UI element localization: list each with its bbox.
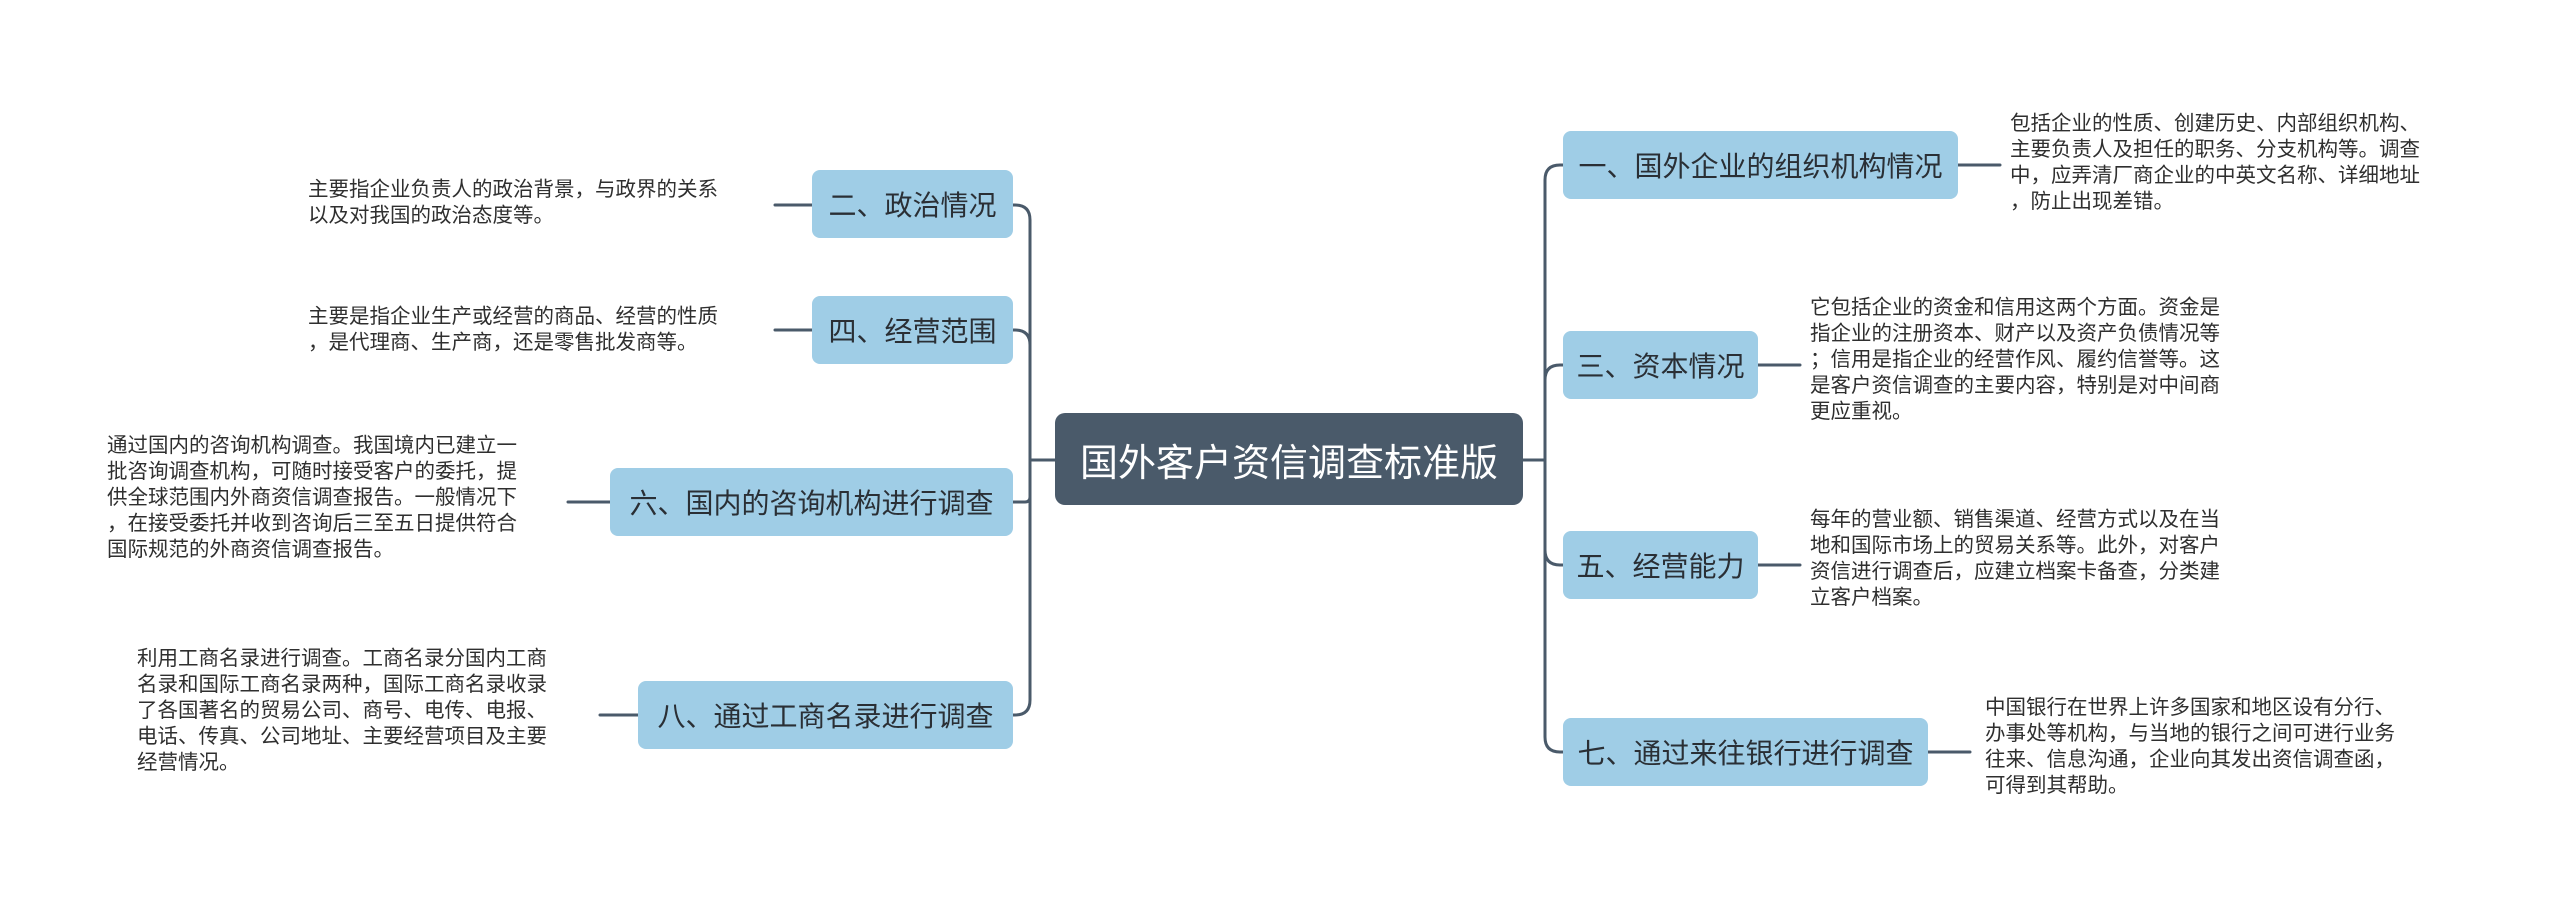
branch-capital-situation-description: 它包括企业的资金和信用这两个方面。资金是 指企业的注册资本、财产以及资产负债情况… [1810, 295, 2220, 423]
connector-to-b3 [1543, 363, 1565, 462]
connector-to-b5 [1543, 458, 1565, 567]
root-topic-label: 国外客户资信调查标准版 [1079, 440, 1498, 485]
branch-label: 八、通过工商名录进行调查 [657, 700, 994, 733]
branch-political-situation-description: 主要指企业负责人的政治背景，与政界的关系 以及对我国的政治态度等。 [308, 177, 718, 227]
branch-bank-investigation[interactable]: 七、通过来往银行进行调查 [1563, 718, 1928, 786]
branch-label: 二、政治情况 [828, 189, 997, 222]
connector-to-b8 [1011, 458, 1032, 717]
branch-business-scope[interactable]: 四、经营范围 [812, 296, 1013, 364]
branch-business-capability[interactable]: 五、经营能力 [1563, 531, 1758, 599]
branch-label: 六、国内的咨询机构进行调查 [629, 487, 994, 520]
connector-to-b2 [1011, 203, 1032, 462]
branch-label: 一、国外企业的组织机构情况 [1578, 150, 1943, 183]
branch-capital-situation[interactable]: 三、资本情况 [1563, 331, 1758, 399]
branch-domestic-consulting[interactable]: 六、国内的咨询机构进行调查 [610, 468, 1013, 536]
connector-to-b7 [1543, 458, 1565, 754]
branch-organization-structure[interactable]: 一、国外企业的组织机构情况 [1563, 131, 1958, 199]
branch-label: 四、经营范围 [828, 315, 997, 348]
branch-political-situation[interactable]: 二、政治情况 [812, 170, 1013, 238]
branch-business-directory-description: 利用工商名录进行调查。工商名录分国内工商 名录和国际工商名录两种，国际工商名录收… [137, 646, 547, 774]
branch-label: 七、通过来往银行进行调查 [1577, 737, 1914, 770]
branch-business-capability-description: 每年的营业额、销售渠道、经营方式以及在当 地和国际市场上的贸易关系等。此外，对客… [1810, 507, 2220, 609]
branch-business-scope-description: 主要是指企业生产或经营的商品、经营的性质 ，是代理商、生产商，还是零售批发商等。 [308, 304, 718, 354]
branch-domestic-consulting-description: 通过国内的咨询机构调查。我国境内已建立一 批咨询调查机构，可随时接受客户的委托，… [107, 433, 517, 561]
connector-to-b6 [1011, 458, 1032, 504]
root-topic[interactable]: 国外客户资信调查标准版 [1055, 413, 1523, 505]
connector-to-b4 [1011, 328, 1032, 462]
branch-business-directory[interactable]: 八、通过工商名录进行调查 [638, 681, 1013, 749]
branch-bank-investigation-description: 中国银行在世界上许多国家和地区设有分行、 办事处等机构，与当地的银行之间可进行业… [1985, 695, 2395, 797]
connector-to-b1 [1543, 163, 1565, 462]
branch-label: 五、经营能力 [1576, 550, 1745, 583]
branch-label: 三、资本情况 [1576, 350, 1745, 383]
branch-organization-structure-description: 包括企业的性质、创建历史、内部组织机构、 主要负责人及担任的职务、分支机构等。调… [2010, 111, 2420, 213]
